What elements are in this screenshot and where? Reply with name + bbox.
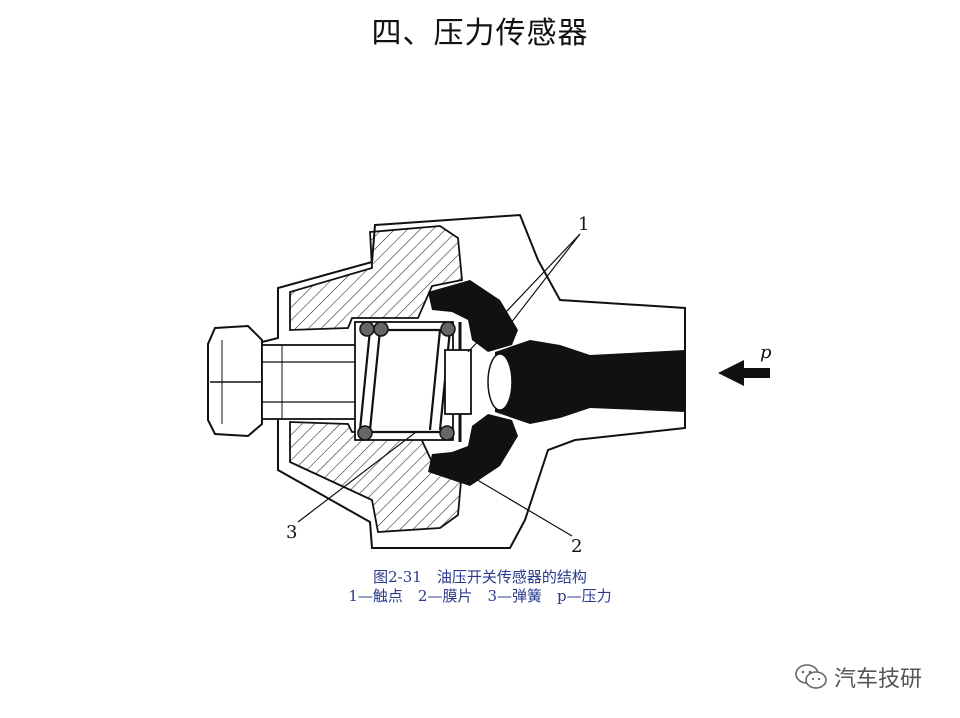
figure-caption-title: 图2-31 油压开关传感器的结构 [373, 568, 587, 586]
callout-3: 3 [286, 522, 297, 543]
pressure-arrow [718, 360, 770, 386]
spring-coil-sections [357, 321, 456, 441]
callout-p: p [760, 342, 772, 363]
leader-lines [297, 233, 581, 537]
diaphragm-lower [428, 414, 518, 486]
callout-1: 1 [578, 214, 589, 235]
watermark-text: 汽车技研 [834, 667, 923, 692]
diaphragm [428, 280, 518, 352]
wechat-icon [795, 664, 827, 689]
hatched-body-upper [289, 225, 463, 331]
outer-housing [261, 213, 686, 549]
shaft-channel [261, 344, 358, 420]
figure-caption-legend: 1—触点 2—膜片 3—弹簧 p—压力 [348, 587, 612, 605]
hatched-body-lower [289, 421, 463, 533]
slide-title: 四、压力传感器 [371, 16, 589, 51]
hex-nut [207, 324, 263, 438]
pressure-passage [495, 340, 685, 424]
callout-2: 2 [571, 536, 582, 557]
contact-plunger [444, 349, 472, 415]
watermark: 汽车技研 [794, 660, 922, 694]
